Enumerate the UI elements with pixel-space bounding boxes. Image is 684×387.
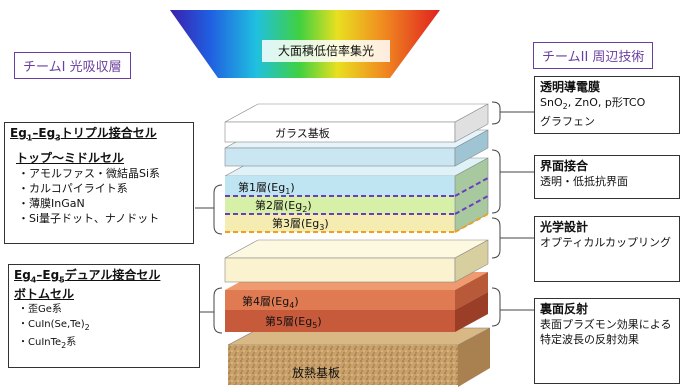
- interface-box: 界面接合 透明・低抵抗界面: [534, 155, 680, 199]
- spectrum-label-bg: [262, 40, 390, 62]
- left-brace-top: [213, 184, 223, 235]
- reflect-box: 裏面反射 表面プラズモン効果による特定波長の反射効果: [534, 298, 680, 384]
- dual-cell-box: Eg4–Eg5デュアル接合セル ボトムセル ・歪Ge系 ・CuIn(Se,Te)…: [8, 264, 200, 368]
- triple-cell-box: Eg1–Eg3トリプル接合セル トップ～ミドルセル ・アモルファス・微結晶Si系…: [4, 122, 194, 244]
- glass-slab: [224, 103, 489, 143]
- list-item: ・薄膜InGaN: [18, 197, 85, 211]
- triple-cell-heading: Eg1–Eg3トリプル接合セル: [10, 126, 157, 143]
- tco-title: 透明導電膜: [540, 80, 601, 94]
- team1-label: チームI 光吸収層: [14, 52, 131, 79]
- bottom-cell-subheading: ボトムセル: [14, 287, 75, 302]
- tco-line1: SnO2, ZnO, p形TCO: [540, 96, 646, 112]
- team2-label: チームII 周辺技術: [533, 42, 654, 69]
- left-brace-bottom: [213, 287, 223, 334]
- list-item: ・歪Ge系: [18, 304, 62, 316]
- right-brace-optics: [491, 217, 501, 259]
- layer3-label: 第3層(Eg3): [272, 217, 329, 233]
- reflect-title: 裏面反射: [540, 302, 589, 316]
- layer5-label: 第5層(Eg5): [265, 315, 322, 331]
- heatsink-label: 放熱基板: [292, 366, 341, 380]
- tco-box: 透明導電膜 SnO2, ZnO, p形TCO グラフェン: [534, 76, 680, 134]
- right-brace-tco: [491, 101, 501, 125]
- list-item: ・カルコパイライト系: [18, 182, 128, 196]
- list-item: ・Si量子ドット、ナノドット: [18, 212, 160, 226]
- heatsink-slab: [227, 327, 491, 387]
- reflect-text: 表面プラズモン効果による特定波長の反射効果: [540, 318, 672, 346]
- optics-box: 光学設計 オプティカルカップリング: [534, 216, 680, 282]
- layer2-label: 第2層(Eg2): [255, 199, 312, 215]
- spectrum-label: 大面積低倍率集光: [277, 44, 374, 58]
- dual-cell-heading: Eg4–Eg5デュアル接合セル: [14, 268, 161, 285]
- interface-title: 界面接合: [540, 159, 589, 173]
- optics-title: 光学設計: [540, 220, 589, 234]
- layer1-label: 第1層(Eg1): [238, 181, 295, 197]
- list-item: ・CuIn(Se,Te)2: [18, 319, 90, 333]
- layer4-label: 第4層(Eg4): [242, 295, 299, 311]
- interface-text: 透明・低抵抗界面: [540, 175, 628, 188]
- right-brace-interface: [491, 149, 501, 214]
- optical-coupling-slab: [224, 239, 489, 283]
- tco-line2: グラフェン: [540, 115, 595, 129]
- optics-text: オプティカルカップリング: [540, 236, 672, 249]
- list-item: ・CuInTe2系: [18, 337, 77, 351]
- glass-label: ガラス基板: [275, 127, 330, 140]
- top-middle-cell-subheading: トップ～ミドルセル: [16, 151, 125, 166]
- right-brace-reflect: [491, 287, 501, 327]
- list-item: ・アモルファス・微結晶Si系: [18, 167, 161, 181]
